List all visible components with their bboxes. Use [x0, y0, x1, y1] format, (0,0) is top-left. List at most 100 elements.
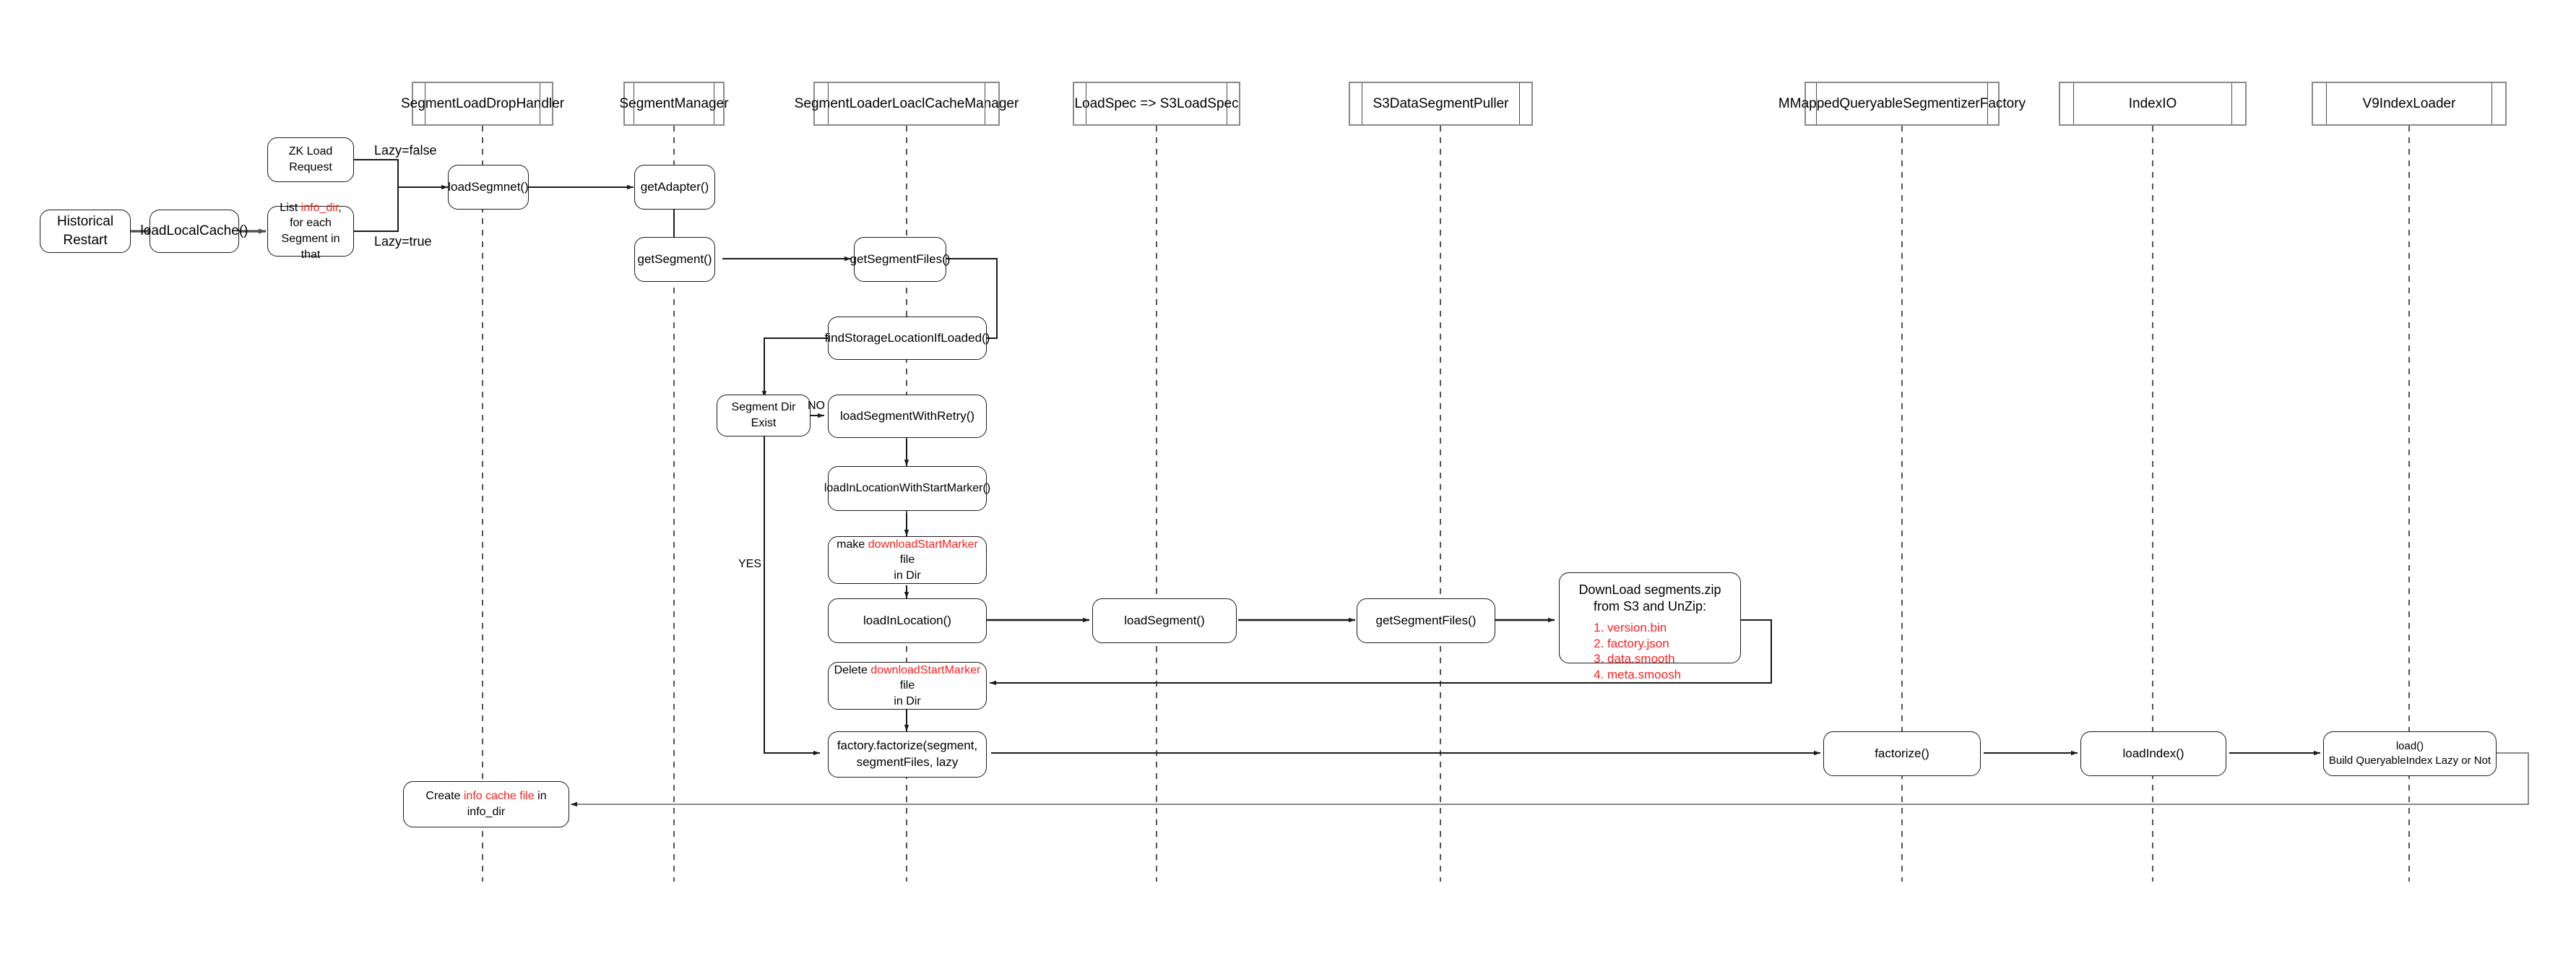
v9-line1: load()	[2395, 739, 2424, 752]
download-return	[990, 619, 1772, 686]
node-label: ZK Load Request	[288, 145, 333, 173]
note-list-item: meta.smoosh	[1607, 667, 1730, 683]
delete-prefix: Delete	[834, 663, 871, 676]
node-label-multiline: factory.factorize(segment, segmentFiles,…	[837, 738, 977, 771]
node-label: Historical Restart	[56, 214, 114, 248]
node-factorize[interactable]: factorize()	[1823, 731, 1981, 776]
node-load-in-location[interactable]: loadInLocation()	[828, 598, 987, 643]
node-create-info-cache-file[interactable]: Create info cache file in info_dir	[403, 781, 569, 827]
lifeline-label: S3DataSegmentPuller	[1373, 95, 1509, 111]
node-label: loadInLocation()	[863, 613, 951, 627]
node-label: loadSegmnet()	[448, 179, 529, 194]
list-line2: for each Segment in	[281, 217, 340, 245]
node-label: Segment Dir Exist	[731, 401, 796, 429]
create-info-cache-red: info cache file	[463, 790, 535, 803]
header-divider-right	[2491, 83, 2492, 124]
edge-label-no: NO	[808, 400, 825, 412]
header-divider-left	[2073, 83, 2074, 124]
create-prefix: Create	[425, 790, 464, 803]
node-load-segment-with-retry[interactable]: loadSegmentWithRetry()	[828, 395, 987, 438]
create-suffix: in info_dir	[467, 790, 547, 818]
list-suffix: ,	[338, 201, 342, 214]
lifeline-header-s3-data-segment-puller[interactable]: S3DataSegmentPuller	[1349, 82, 1533, 126]
lifeline-header-index-io[interactable]: IndexIO	[2059, 82, 2247, 126]
header-divider-right	[1519, 83, 1520, 124]
note-list-item: version.bin	[1607, 620, 1730, 636]
factorize-line2: segmentFiles, lazy	[856, 755, 959, 769]
delete-suffix: file	[899, 679, 915, 692]
node-get-segment[interactable]: getSegment()	[634, 237, 715, 282]
edge-label-yes: YES	[738, 558, 762, 570]
list-line3: that	[301, 248, 321, 261]
final-return	[571, 752, 2529, 807]
node-load-segment-top[interactable]: loadSegmnet()	[448, 165, 529, 210]
header-divider-left	[1816, 83, 1817, 124]
lifeline-header-v9-index-loader[interactable]: V9IndexLoader	[2312, 82, 2507, 126]
yes-branch	[764, 436, 820, 756]
node-load-in-location-with-start-marker[interactable]: loadInLocationWithStartMarker()	[824, 466, 990, 511]
node-label-multiline: load() Build QueryableIndex Lazy or Not	[2329, 739, 2491, 769]
header-divider-right	[1987, 83, 1988, 124]
node-label-multiline: Delete downloadStartMarker file in Dir	[833, 663, 982, 710]
note-download-segments-zip[interactable]: DownLoad segments.zip from S3 and UnZip:…	[1559, 572, 1741, 681]
v9-line2: Build QueryableIndex Lazy or Not	[2328, 754, 2491, 767]
node-factory-factorize[interactable]: factory.factorize(segment, segmentFiles,…	[828, 731, 987, 778]
node-label: getAdapter()	[640, 179, 709, 194]
make-prefix: make	[837, 538, 868, 551]
node-list-info-dir[interactable]: List info_dir, for each Segment in that	[267, 202, 354, 261]
delete-line2: in Dir	[894, 694, 921, 707]
make-line2: in Dir	[894, 569, 921, 582]
lazy-branch	[353, 159, 448, 232]
node-label: factorize()	[1875, 746, 1929, 760]
lifeline-label: SegmentManager	[619, 95, 729, 111]
find-storage-branch	[761, 337, 829, 397]
node-find-storage-location-if-loaded[interactable]: findStorageLocationIfLoaded()	[824, 317, 990, 360]
node-make-download-start-marker[interactable]: make downloadStartMarker file in Dir	[828, 536, 987, 584]
node-label: loadIndex()	[2122, 746, 2184, 760]
lifeline-header-segment-manager[interactable]: SegmentManager	[619, 82, 729, 126]
note-list-item: data.smooth	[1607, 651, 1730, 667]
lifeline-header-segment-load-drop-handler[interactable]: SegmentLoadDropHandler	[401, 82, 564, 126]
node-get-adapter[interactable]: getAdapter()	[634, 165, 715, 210]
node-label: getSegment()	[637, 251, 712, 266]
node-get-segment-files-mid[interactable]: getSegmentFiles()	[1357, 598, 1495, 643]
lifeline-label: SegmentLoaderLoaclCacheManager	[794, 95, 1019, 111]
node-label: getSegmentFiles()	[850, 251, 951, 266]
node-label: findStorageLocationIfLoaded()	[824, 330, 990, 345]
node-label: loadInLocationWithStartMarker()	[824, 482, 991, 495]
make-suffix: file	[899, 554, 915, 567]
node-load-local-cache[interactable]: loadLocalCache()	[141, 210, 248, 253]
edge-label-lazy-false: Lazy=false	[374, 143, 437, 158]
lifeline-label: IndexIO	[2128, 95, 2177, 111]
edge-label-lazy-true: Lazy=true	[374, 234, 432, 249]
node-segment-dir-exist[interactable]: Segment Dir Exist	[717, 395, 811, 436]
lifeline-label: SegmentLoadDropHandler	[400, 95, 565, 111]
node-historical-restart[interactable]: Historical Restart	[40, 210, 131, 253]
node-zk-load-request[interactable]: ZK Load Request	[267, 137, 354, 182]
list-prefix: List	[280, 201, 301, 214]
note-list-item: factory.json	[1607, 636, 1730, 652]
delete-marker-red: downloadStartMarker	[870, 663, 981, 676]
node-delete-download-start-marker[interactable]: Delete downloadStartMarker file in Dir	[828, 662, 987, 710]
node-label-multiline: Create info cache file in info_dir	[408, 788, 564, 819]
lifeline-header-load-spec[interactable]: LoadSpec => S3LoadSpec	[1073, 82, 1240, 126]
lifeline-label: MMappedQueryableSegmentizerFactory	[1778, 95, 2026, 111]
lifeline-header-segment-loader-local-cache-manager[interactable]: SegmentLoaderLoaclCacheManager	[795, 82, 1019, 126]
node-label-multiline: make downloadStartMarker file in Dir	[833, 537, 982, 584]
node-load-index[interactable]: loadIndex()	[2080, 731, 2226, 776]
node-label: loadSegmentWithRetry()	[839, 408, 975, 423]
lifeline-label: LoadSpec => S3LoadSpec	[1074, 95, 1239, 111]
node-label: getSegmentFiles()	[1375, 613, 1477, 627]
node-v9-load[interactable]: load() Build QueryableIndex Lazy or Not	[2323, 731, 2497, 776]
node-get-segment-files-top[interactable]: getSegmentFiles()	[850, 237, 950, 282]
list-info-dir-red: info_dir	[301, 201, 339, 214]
header-divider-right	[2231, 83, 2232, 124]
note-title: DownLoad segments.zip from S3 and UnZip:	[1578, 582, 1721, 614]
lifeline-header-mmapped-queryable-segmentizer-factory[interactable]: MMappedQueryableSegmentizerFactory	[1778, 82, 2026, 126]
node-label: loadLocalCache()	[140, 223, 248, 239]
header-divider-left	[828, 83, 829, 124]
make-marker-red: downloadStartMarker	[868, 538, 978, 551]
factorize-line1: factory.factorize(segment,	[837, 739, 978, 753]
node-load-segment-mid[interactable]: loadSegment()	[1092, 598, 1237, 643]
